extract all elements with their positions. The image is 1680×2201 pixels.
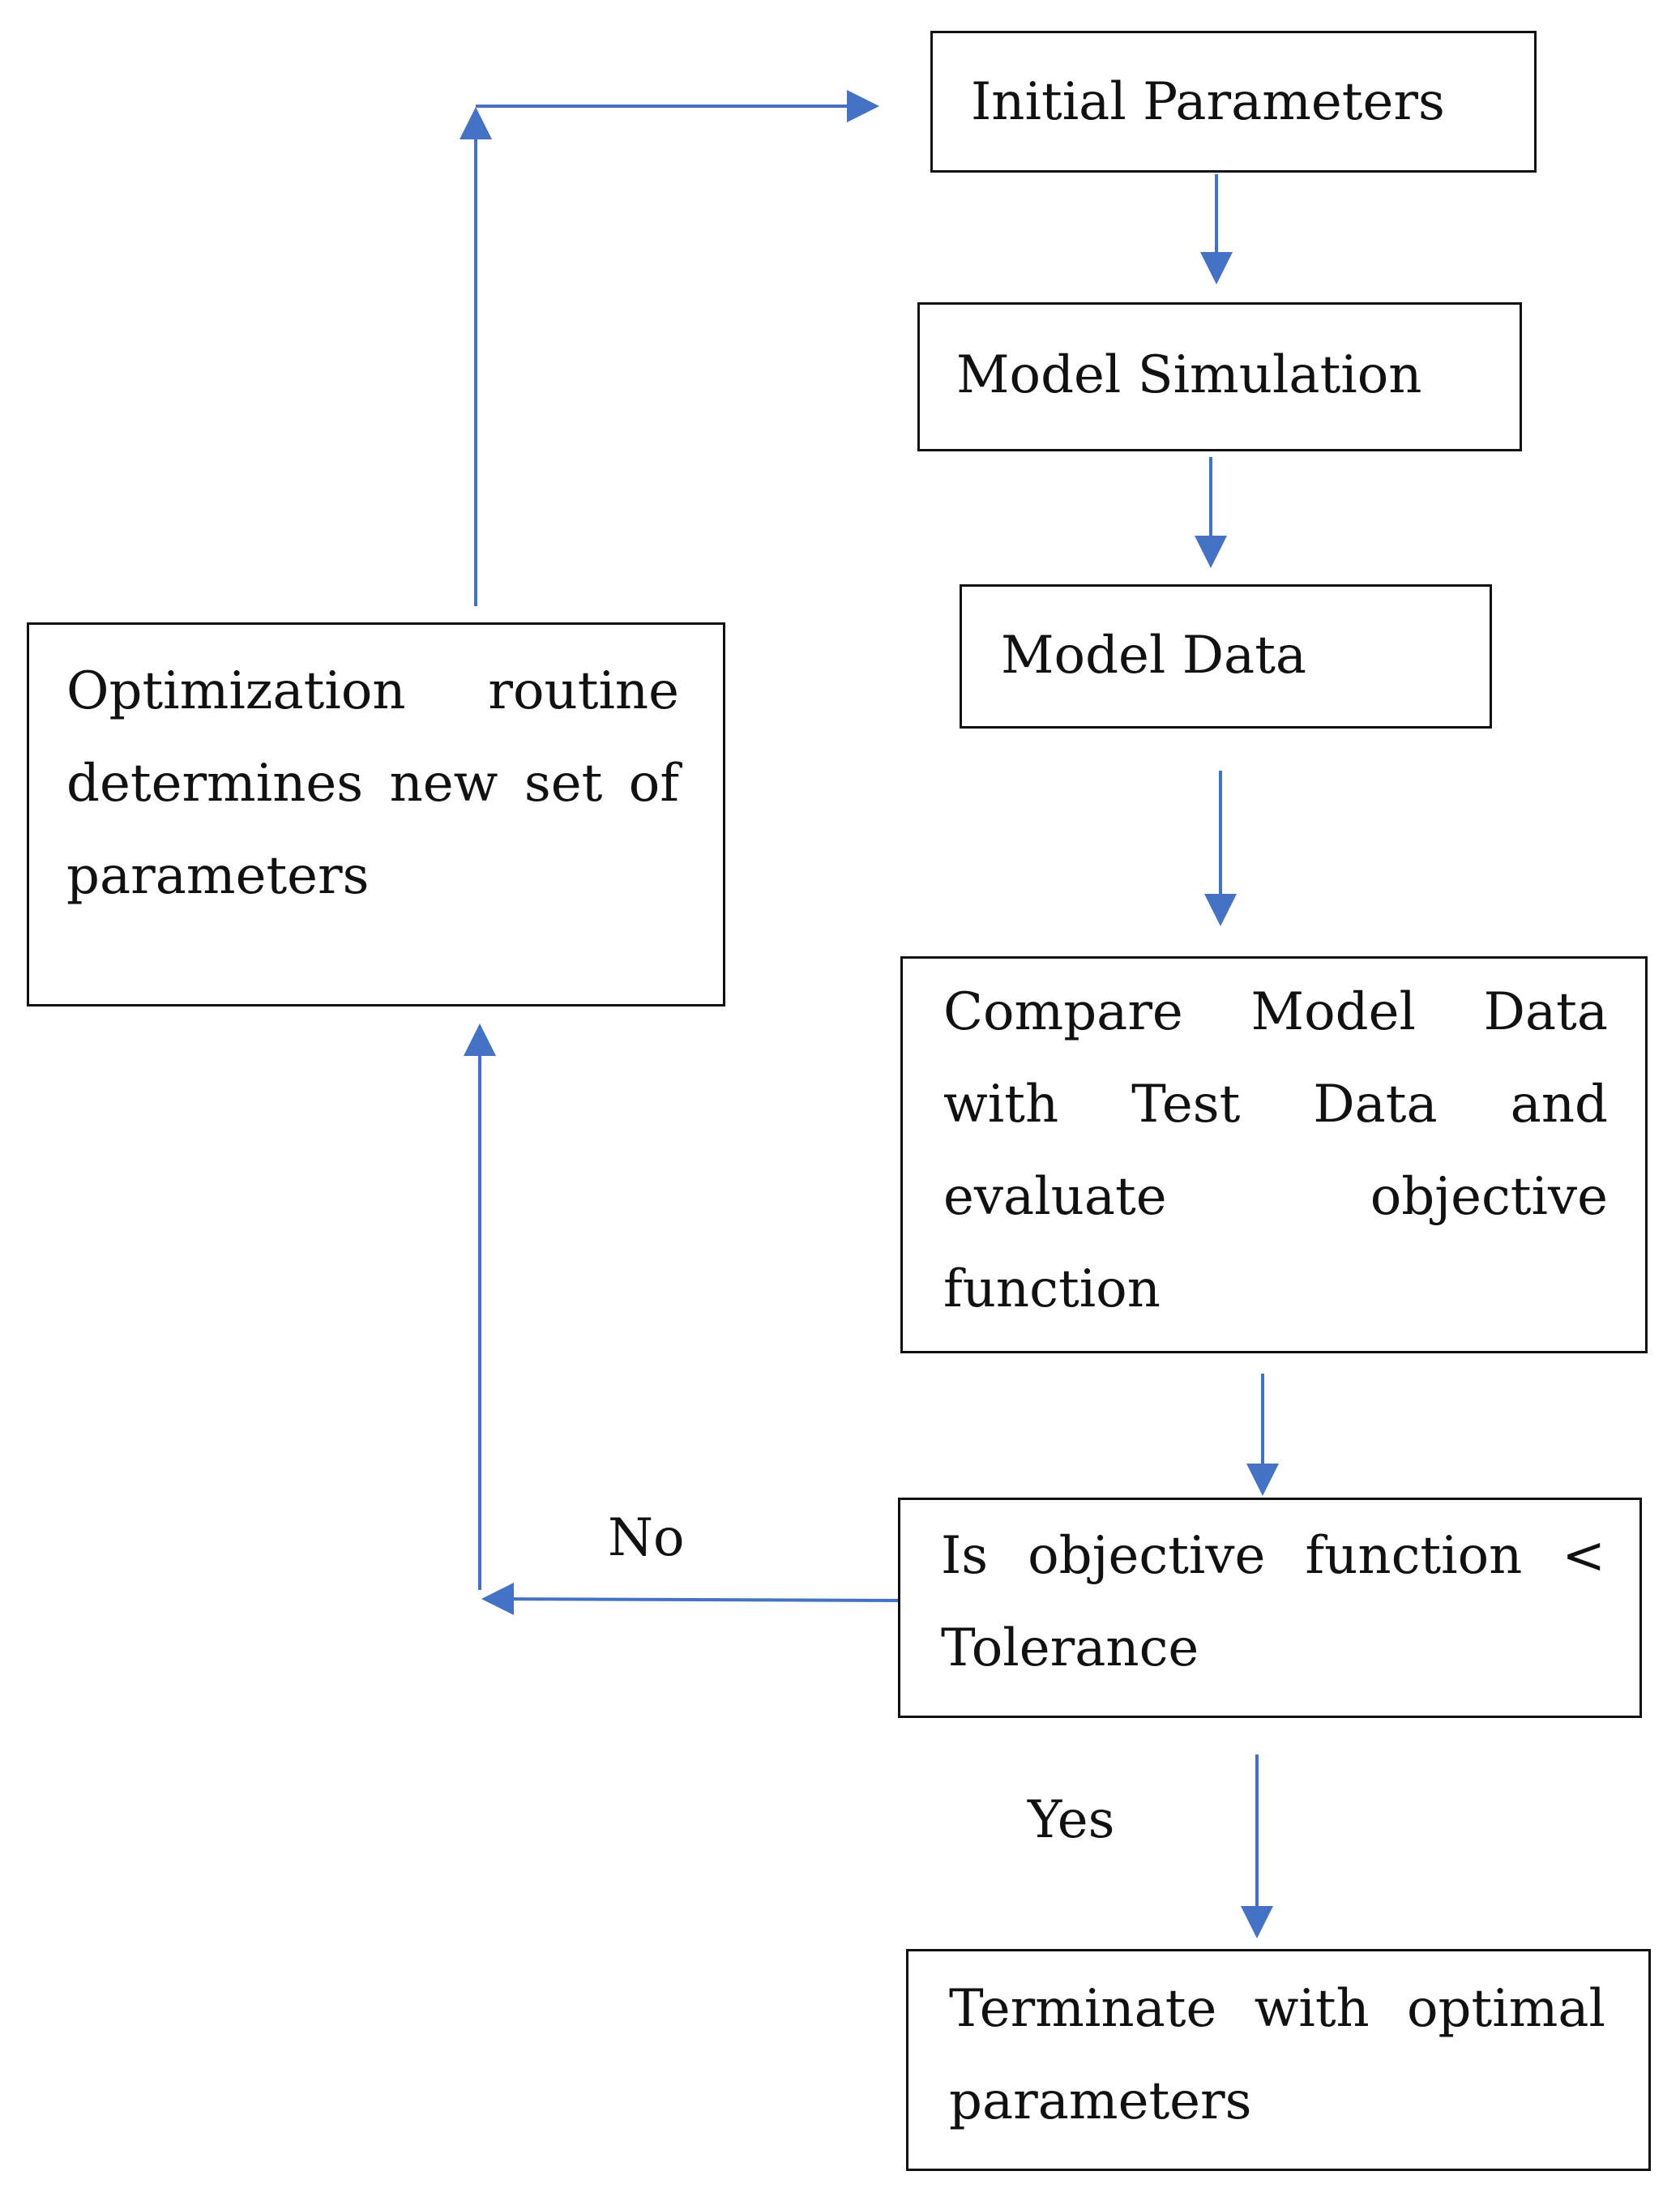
edge-label-yes: Yes	[1028, 1790, 1115, 1850]
decision-text: Is objective function < Tolerance	[941, 1510, 1605, 1695]
arrowhead-data	[1195, 536, 1227, 568]
optimization-box: Optimization routine determines new set …	[27, 622, 725, 1006]
optimization-line-3: parameters	[66, 846, 370, 906]
decision-line-2: Tolerance	[941, 1618, 1199, 1678]
model-simulation-label: Model Simulation	[956, 345, 1422, 405]
decision-line-1: Is objective function <	[941, 1526, 1605, 1586]
terminate-line-2: parameters	[949, 2071, 1252, 2131]
compare-text: Compare Model Data with Test Data and ev…	[943, 966, 1608, 1336]
arrowhead-initial	[847, 90, 879, 122]
arrowhead-no	[481, 1583, 514, 1615]
arrowhead-decision	[1246, 1464, 1279, 1496]
compare-line-4: function	[943, 1259, 1161, 1319]
optimization-line-1: Optimization routine	[66, 661, 679, 721]
compare-box: Compare Model Data with Test Data and ev…	[900, 956, 1648, 1353]
terminate-box: Terminate with optimal parameters	[906, 1949, 1651, 2171]
arrowhead-simulation	[1200, 252, 1233, 284]
arrowhead-terminate	[1241, 1906, 1273, 1938]
arrowhead-top	[460, 107, 492, 139]
compare-line-2: with Test Data and	[943, 1075, 1608, 1135]
terminate-text: Terminate with optimal parameters	[949, 1963, 1605, 2148]
initial-parameters-label: Initial Parameters	[971, 72, 1445, 132]
initial-parameters-box: Initial Parameters	[930, 31, 1537, 173]
optimization-text: Optimization routine determines new set …	[66, 645, 679, 922]
compare-line-1: Compare Model Data	[943, 982, 1608, 1042]
optimization-line-2: determines new set of	[66, 754, 679, 814]
edge-label-no: No	[608, 1508, 685, 1568]
model-data-label: Model Data	[1001, 626, 1307, 686]
arrow-decision-no	[500, 1597, 901, 1602]
model-data-box: Model Data	[960, 584, 1492, 729]
arrowhead-optimization	[464, 1024, 496, 1056]
terminate-line-1: Terminate with optimal	[949, 1979, 1605, 2039]
decision-box: Is objective function < Tolerance	[898, 1498, 1642, 1718]
model-simulation-box: Model Simulation	[917, 302, 1522, 451]
compare-line-3: evaluate objective	[943, 1167, 1608, 1227]
arrowhead-compare	[1204, 894, 1237, 926]
